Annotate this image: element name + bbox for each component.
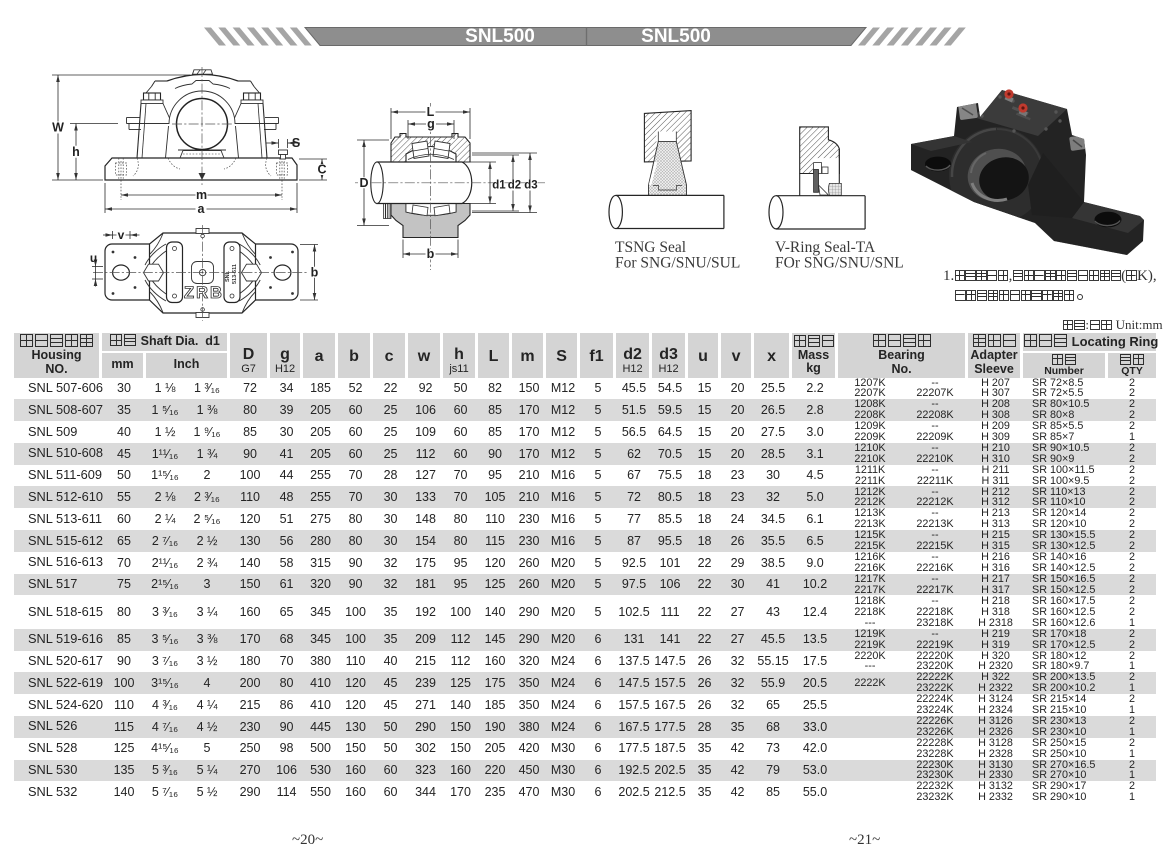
svg-text:d3: d3: [524, 180, 537, 192]
svg-text:S: S: [292, 136, 300, 150]
svg-text:SNL500: SNL500: [465, 26, 535, 47]
svg-text:v: v: [118, 228, 125, 242]
svg-text:m: m: [196, 188, 207, 202]
svg-text:TSNG Seal: TSNG Seal: [615, 239, 686, 256]
svg-text:D: D: [359, 176, 368, 190]
svg-text:C: C: [317, 163, 326, 177]
svg-text:b: b: [311, 265, 319, 279]
svg-text:513-611: 513-611: [232, 264, 238, 284]
svg-text:For SNG/SNU/SUL: For SNG/SNU/SUL: [615, 255, 740, 272]
svg-text:W: W: [52, 121, 64, 135]
svg-text:L: L: [427, 105, 435, 119]
svg-text:ZRB: ZRB: [184, 284, 224, 302]
svg-text:SNL500: SNL500: [641, 26, 711, 47]
svg-text:h: h: [72, 145, 80, 159]
svg-text:SNL: SNL: [225, 270, 231, 282]
svg-text:g: g: [427, 117, 435, 131]
svg-text:a: a: [198, 202, 206, 216]
svg-text:u: u: [90, 251, 97, 265]
svg-text:d2: d2: [508, 180, 521, 192]
svg-text:b: b: [427, 247, 435, 261]
svg-text:FOr SNG/SNU/SNL: FOr SNG/SNU/SNL: [775, 255, 904, 272]
svg-text:V-Ring Seal-TA: V-Ring Seal-TA: [775, 239, 876, 256]
svg-text:d1: d1: [492, 180, 506, 192]
